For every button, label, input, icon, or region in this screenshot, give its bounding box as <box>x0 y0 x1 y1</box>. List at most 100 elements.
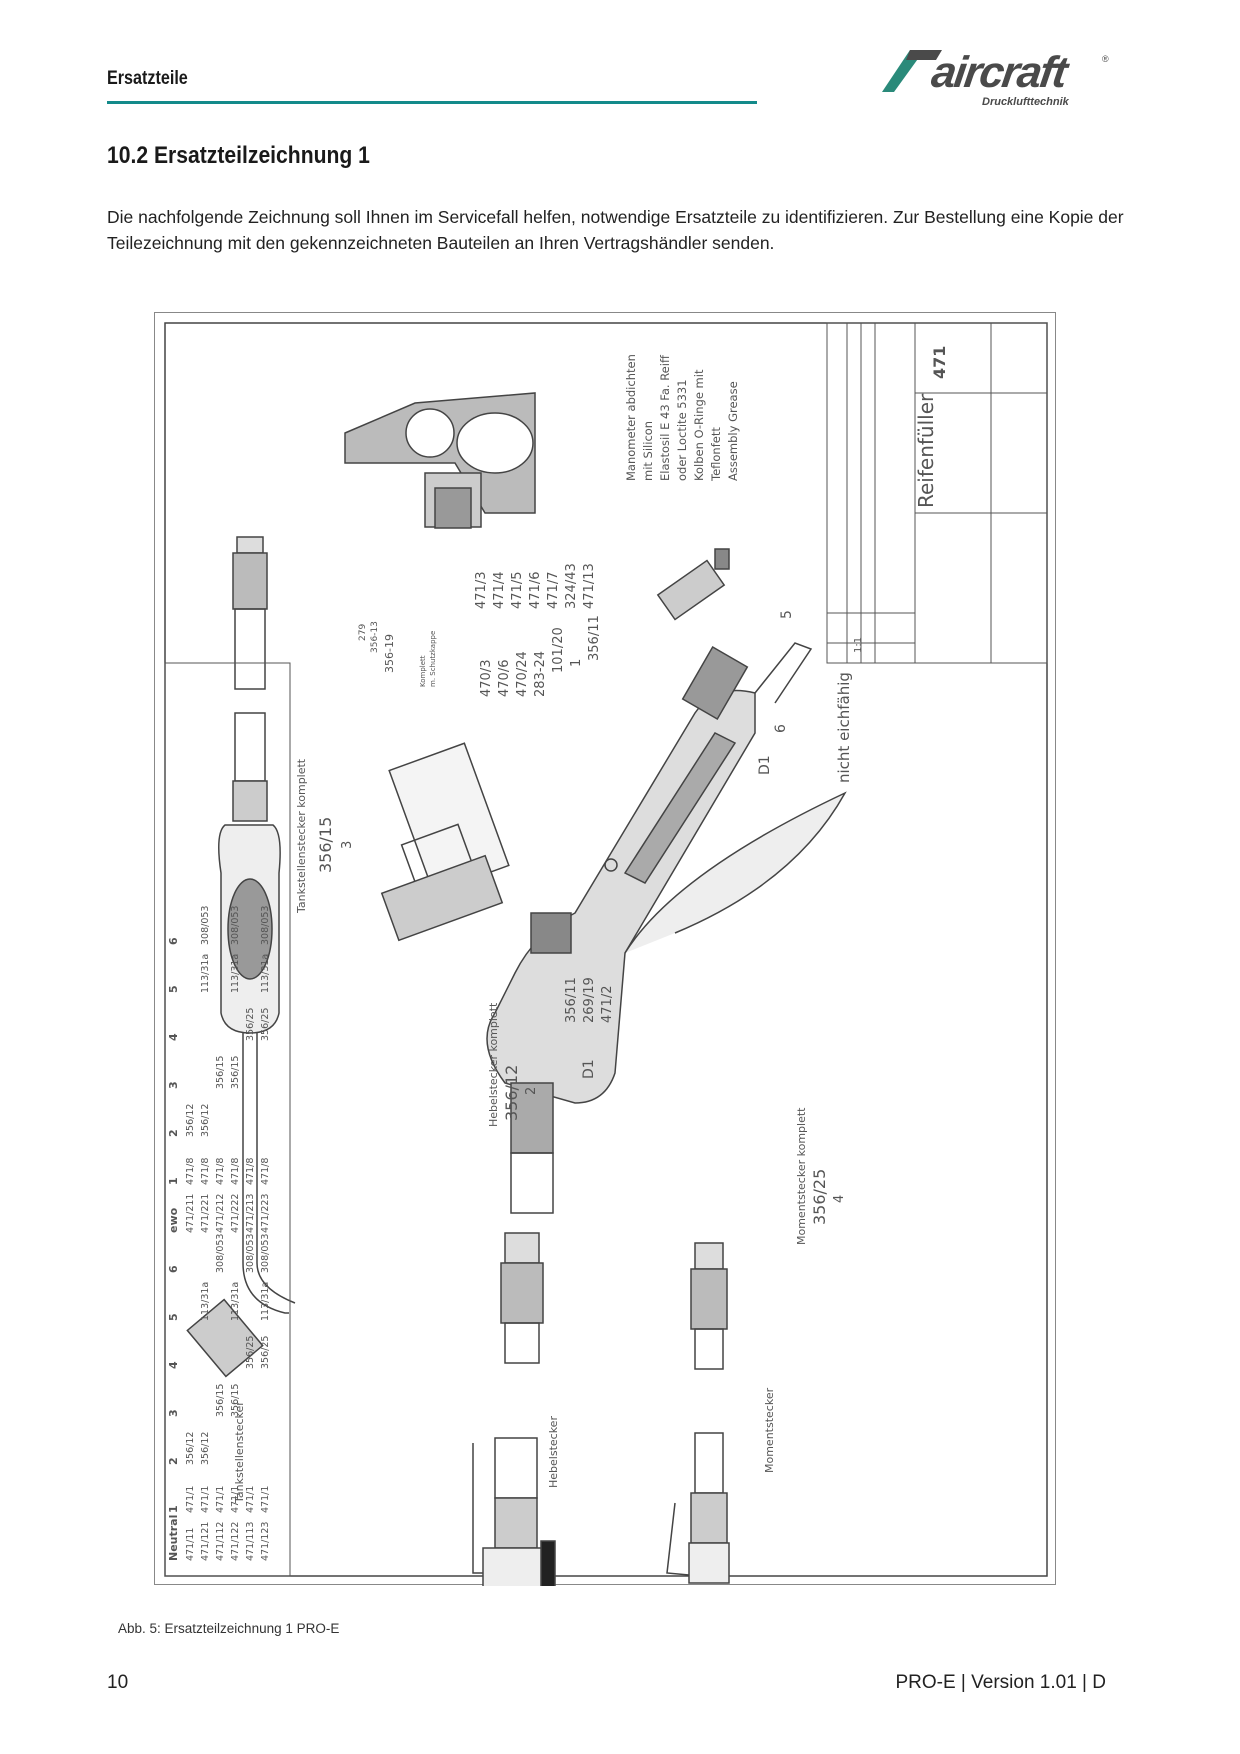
table-left-header-3: 3 <box>167 1409 180 1417</box>
section-title: 10.2 Ersatzteilzeichnung 1 <box>107 142 370 169</box>
moment-complete-label: Momentstecker komplett <box>795 1107 808 1245</box>
assembly-note-4: Kolben O-Ringe mit <box>692 369 706 481</box>
table-right-cell-0-2: 356/12 <box>185 1104 196 1137</box>
table-right-header-1: 1 <box>167 1177 180 1185</box>
callout-mid-6: 356/11 <box>587 615 602 661</box>
table-right-cell-1-6: 308/053 <box>200 906 211 945</box>
table-right-cell-4-0: 471/213 <box>245 1194 256 1233</box>
table-left-cell-1-1: 471/1 <box>200 1486 211 1513</box>
table-right-cell-1-5: 113/31a <box>200 954 211 993</box>
table-left-cell-5-5: 113/31a <box>260 1282 271 1321</box>
callout-mid-1: 470/6 <box>497 660 512 697</box>
assembly-note-6: Assembly Grease <box>726 381 740 481</box>
table-right-cell-1-0: 471/221 <box>200 1194 211 1233</box>
table-left-cell-3-3: 356/15 <box>230 1384 241 1417</box>
table-right-cell-5-0: 471/223 <box>260 1194 271 1233</box>
table-right-cell-4-4: 356/25 <box>245 1008 256 1041</box>
table-left-cell-0-0: 471/11 <box>185 1528 196 1561</box>
table-right-cell-0-0: 471/211 <box>185 1194 196 1233</box>
lever-label: Hebelstecker <box>547 1416 560 1488</box>
table-right-header-5: 5 <box>167 985 180 993</box>
logo-registered-mark: ® <box>1102 54 1109 64</box>
callout-low-2: 471/2 <box>600 986 615 1023</box>
callout-top-4: 471/7 <box>546 572 561 609</box>
callout-top-0: 471/3 <box>474 572 489 609</box>
table-left-cell-2-0: 471/112 <box>215 1522 226 1561</box>
callout-low-1: 269/19 <box>582 977 597 1023</box>
logo-subtitle: Drucklufttechnik <box>982 96 1069 108</box>
callout-top-6: 471/13 <box>582 563 597 609</box>
title-block-name: Reifenfüller <box>914 393 938 508</box>
tire-inflator-gun-illustration <box>380 642 847 1214</box>
table-right-cell-2-0: 471/212 <box>215 1194 226 1233</box>
drawing-title-block <box>826 322 1048 664</box>
lever-complete-label: Hebelstecker komplett <box>487 1002 500 1127</box>
header-divider <box>107 101 757 104</box>
table-left-header-1: 1 <box>167 1505 180 1513</box>
table-left-cell-2-1: 471/1 <box>215 1486 226 1513</box>
table-right-header-2: 2 <box>167 1129 180 1137</box>
part-6-label: 6 <box>773 724 789 733</box>
logo-wordmark: aircraft <box>928 48 1069 97</box>
table-left-cell-1-2: 356/12 <box>200 1432 211 1465</box>
tank-plug-illustration <box>186 536 296 1378</box>
assembly-note-1: mit Silicon <box>641 421 655 481</box>
table-left-header-6: 6 <box>167 1265 180 1273</box>
table-left-cell-4-0: 471/113 <box>245 1522 256 1561</box>
part-356-13: 356-13 <box>370 621 380 653</box>
callout-mid-3: 283-24 <box>533 651 548 697</box>
assembly-note-2: Elastosil E 43 Fa. Reiff <box>658 354 672 481</box>
table-right-header-6: 6 <box>167 937 180 945</box>
spare-parts-drawing: Tankstellenstecker Tankstellenstecker kom… <box>154 312 1056 1586</box>
table-left-header-0: Neutral <box>167 1515 180 1561</box>
moment-plug-illustration <box>666 1242 730 1584</box>
table-right-cell-0-1: 471/8 <box>185 1158 196 1185</box>
valve-detail-illustration <box>344 392 536 529</box>
table-right-cell-5-4: 356/25 <box>260 1008 271 1041</box>
callout-top-3: 471/6 <box>528 572 543 609</box>
table-left-cell-2-6: 308/053 <box>215 1234 226 1273</box>
callout-top-1: 471/4 <box>492 572 507 609</box>
table-right-cell-5-5: 113/31a <box>260 954 271 993</box>
table-left-cell-3-1: 471/1 <box>230 1486 241 1513</box>
variant-tables <box>164 662 291 1577</box>
table-left-cell-0-1: 471/1 <box>185 1486 196 1513</box>
table-right-cell-5-1: 471/8 <box>260 1158 271 1185</box>
table-left-cell-3-5: 113/31a <box>230 1282 241 1321</box>
table-left-header-4: 4 <box>167 1361 180 1369</box>
table-right-cell-3-3: 356/15 <box>230 1056 241 1089</box>
table-right-cell-3-5: 113/31a <box>230 954 241 993</box>
d1-label-lower: D1 <box>581 1059 597 1079</box>
cap-note: m. Schutzkappe <box>429 631 437 687</box>
table-right-cell-1-2: 356/12 <box>200 1104 211 1137</box>
table-left-cell-4-1: 471/1 <box>245 1486 256 1513</box>
assembly-note-3: oder Loctite 5331 <box>675 379 689 481</box>
table-right-header-4: 4 <box>167 1033 180 1041</box>
intro-paragraph: Die nachfolgende Zeichnung soll Ihnen im… <box>107 207 1124 253</box>
part-5-label: 5 <box>779 610 795 619</box>
tank-complete-label: Tankstellenstecker komplett <box>295 758 308 914</box>
lever-part-number: 356/12 <box>502 1065 521 1121</box>
tank-label: Tankstellenstecker <box>233 1401 246 1504</box>
table-left-cell-4-4: 356/25 <box>245 1336 256 1369</box>
part-356-19: 356-19 <box>383 634 396 673</box>
title-block-scale: 1:1 <box>853 637 864 653</box>
table-left-header-5: 5 <box>167 1313 180 1321</box>
moment-part-number: 356/25 <box>810 1169 829 1225</box>
callout-top-5: 324/43 <box>564 563 579 609</box>
callout-mid-2: 470/24 <box>515 651 530 697</box>
table-left-cell-5-1: 471/1 <box>260 1486 271 1513</box>
table-left-cell-5-6: 308/053 <box>260 1234 271 1273</box>
table-right-cell-1-1: 471/8 <box>200 1158 211 1185</box>
header-section-label: Ersatzteile <box>107 68 188 89</box>
callout-mid-5: 1 <box>569 659 584 667</box>
table-left-cell-0-2: 356/12 <box>185 1432 196 1465</box>
table-right-cell-3-6: 308/053 <box>230 906 241 945</box>
part-279: 279 <box>358 624 368 641</box>
title-block-number: 471 <box>930 346 949 379</box>
lever-item-number: 2 <box>524 1087 539 1095</box>
table-left-cell-1-0: 471/121 <box>200 1522 211 1561</box>
table-right-cell-2-3: 356/15 <box>215 1056 226 1089</box>
tank-part-number: 356/15 <box>316 817 335 873</box>
callout-mid-0: 470/3 <box>479 660 494 697</box>
